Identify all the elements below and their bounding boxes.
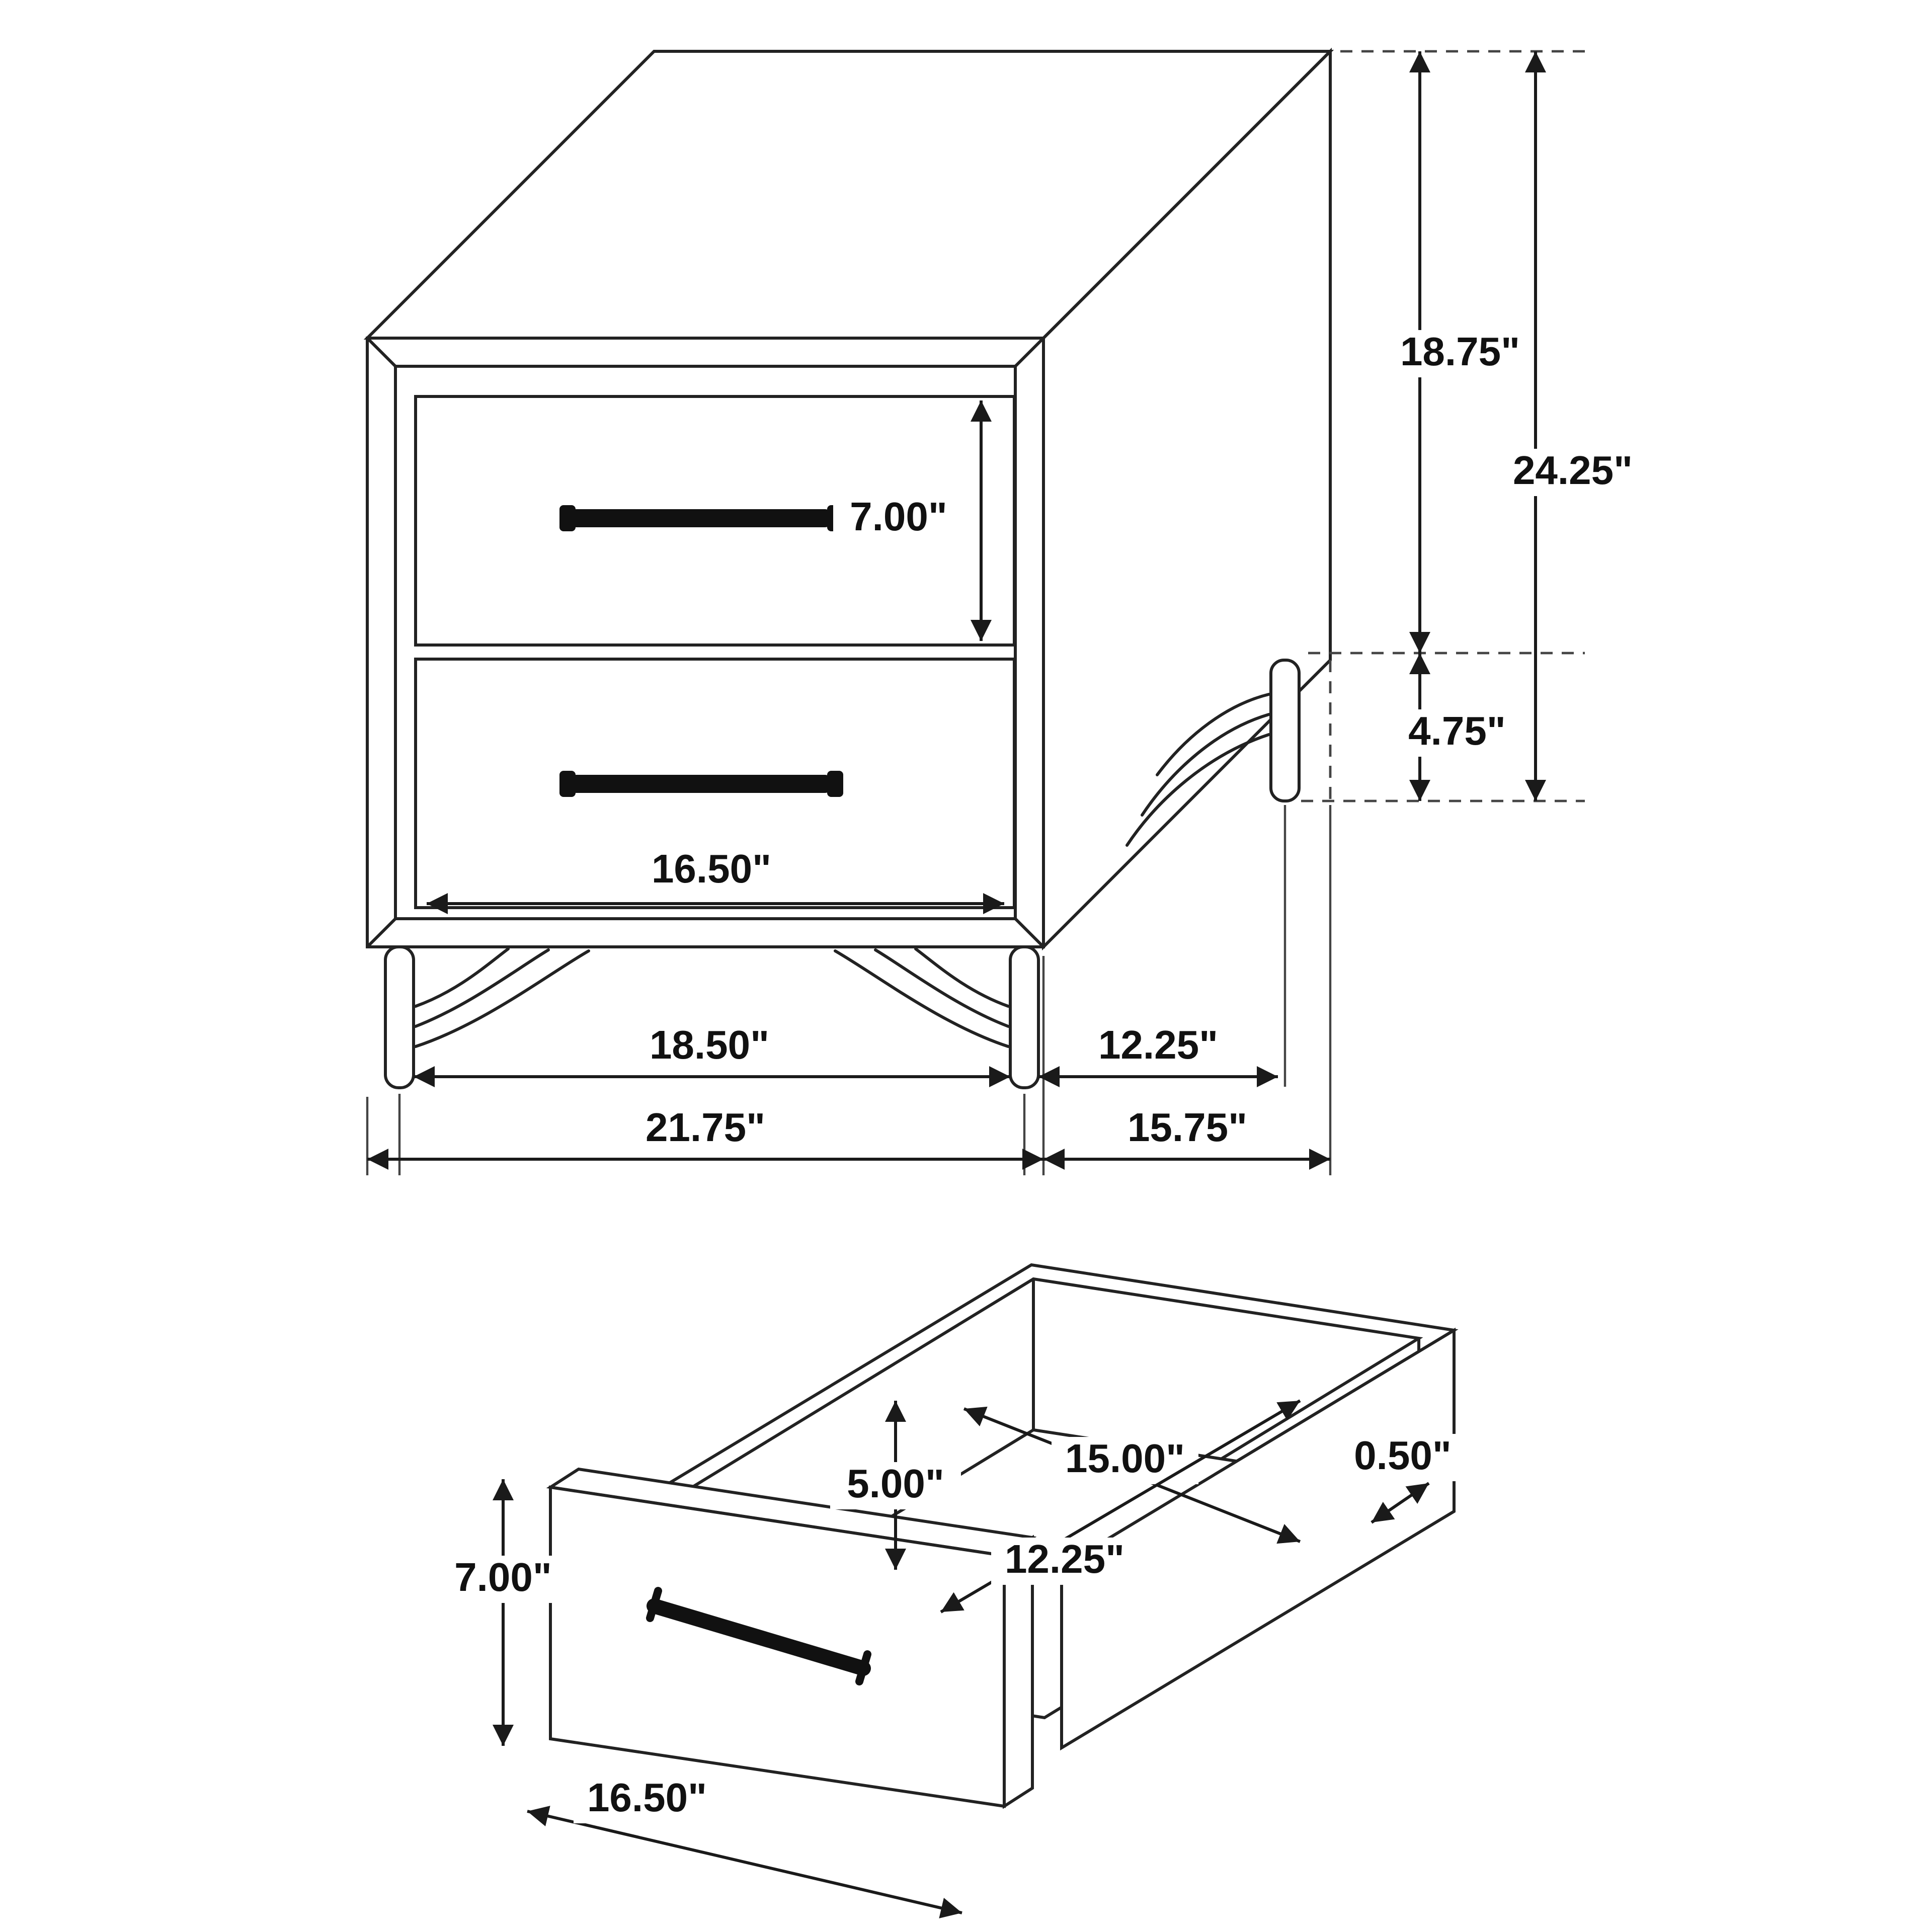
- dim-side-leg-span: 12.25": [1038, 1022, 1278, 1087]
- drawer-diagram: 7.00" 5.00" 15.00" 12.25" 0.50": [438, 1263, 1465, 1918]
- dim-label-side-height: 18.75": [1400, 329, 1520, 374]
- dim-label-inner-width: 15.00": [1065, 1436, 1185, 1481]
- dim-panel-thickness: 0.50": [1340, 1433, 1465, 1524]
- dim-total-width: 21.75": [367, 1105, 1043, 1170]
- dim-label-inner-depth: 12.25": [1005, 1537, 1124, 1581]
- dim-label-front-leg-span: 18.50": [650, 1022, 769, 1067]
- dim-front-leg-span: 18.50": [414, 1022, 1010, 1087]
- dim-label-drawer-width: 16.50": [587, 1775, 707, 1820]
- dim-side-height: 18.75": [1387, 51, 1534, 653]
- dim-inner-depth: 12.25": [940, 1399, 1301, 1614]
- dim-label-drawer-front-height: 7.00": [850, 494, 947, 539]
- dim-label-drawer-opening-width: 16.50": [652, 846, 771, 891]
- back-right-leg: [1125, 659, 1301, 847]
- front-right-leg: [834, 945, 1040, 1089]
- dim-total-height: 24.25": [1499, 51, 1646, 801]
- dim-label-leg-height: 4.75": [1408, 708, 1506, 753]
- front-left-leg: [384, 945, 590, 1089]
- dim-drawer-front-height: 7.00": [833, 400, 992, 641]
- dim-drawer-opening-width: 16.50": [427, 846, 1004, 914]
- dim-label-total-height: 24.25": [1513, 448, 1633, 493]
- nightstand-diagram: 18.75" 24.25" 4.75" 7.00" 16.50": [363, 47, 1646, 1175]
- dim-label-panel-thickness: 0.50": [1354, 1433, 1452, 1478]
- dim-drawer-width: 16.50": [527, 1775, 962, 1918]
- dim-label-total-width: 21.75": [646, 1105, 765, 1150]
- dim-label-total-depth: 15.75": [1128, 1105, 1247, 1150]
- dim-label-inner-height: 5.00": [847, 1461, 944, 1506]
- dim-total-depth: 15.75": [1043, 1105, 1330, 1170]
- drawer-handle-icon: [646, 1587, 871, 1685]
- dim-label-side-leg-span: 12.25": [1098, 1022, 1218, 1067]
- dim-inner-height: 5.00": [830, 1401, 961, 1570]
- bottom-drawer-handle-icon: [559, 771, 843, 797]
- dim-label-drawer-height: 7.00": [454, 1555, 552, 1599]
- dim-leg-height: 4.75": [1391, 653, 1523, 801]
- frame-bevel-lines: [366, 337, 1045, 948]
- dim-drawer-height: 7.00": [438, 1479, 569, 1746]
